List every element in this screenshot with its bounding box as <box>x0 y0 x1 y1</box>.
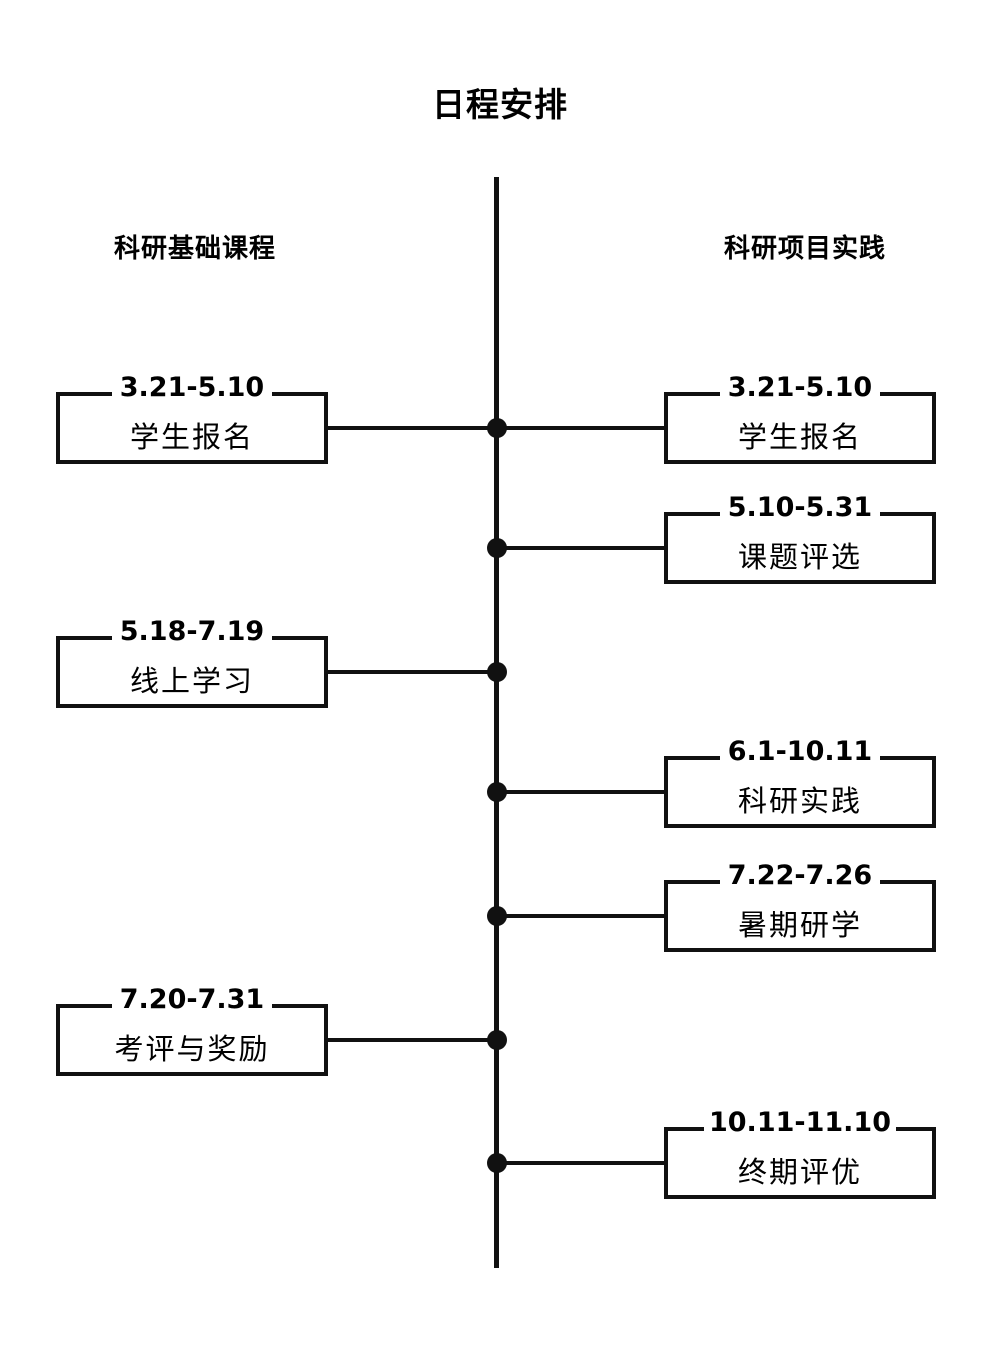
timeline-dot <box>487 662 507 682</box>
milestone-date-gap <box>704 1121 896 1135</box>
milestone-date-gap <box>720 750 880 764</box>
milestone-date-gap <box>112 386 272 400</box>
column-heading-left: 科研基础课程 <box>113 234 276 264</box>
milestone-box[interactable]: 10.11-11.10 终期评优 <box>664 1107 936 1199</box>
milestone-label: 终期评优 <box>737 1155 862 1189</box>
column-heading-right: 科研项目实践 <box>723 234 886 264</box>
milestone-date: 7.20-7.31 <box>119 984 265 1015</box>
milestone-date: 6.1-10.11 <box>727 736 873 767</box>
milestone-date: 10.11-11.10 <box>708 1107 891 1138</box>
timeline-connector <box>497 790 664 794</box>
milestone-date-gap <box>720 874 880 888</box>
milestone-date: 5.18-7.19 <box>119 616 265 647</box>
milestone-box[interactable]: 3.21-5.10 学生报名 <box>664 372 936 464</box>
page-title: 日程安排 <box>432 85 568 124</box>
milestone-box[interactable]: 7.22-7.26 暑期研学 <box>664 860 936 952</box>
milestone-box[interactable]: 7.20-7.31 考评与奖励 <box>56 984 328 1076</box>
milestone-label: 学生报名 <box>129 420 254 454</box>
timeline-connector <box>328 1038 497 1042</box>
milestone-label: 暑期研学 <box>737 908 862 942</box>
milestone-label: 学生报名 <box>737 420 862 454</box>
milestone-label: 考评与奖励 <box>114 1032 270 1066</box>
timeline-connector <box>497 1161 664 1165</box>
milestone-box[interactable]: 5.18-7.19 线上学习 <box>56 616 328 708</box>
timeline-connector <box>497 914 664 918</box>
timeline-dot <box>487 1030 507 1050</box>
milestone-date: 5.10-5.31 <box>727 492 873 523</box>
milestone-date-gap <box>112 998 272 1012</box>
milestone-label: 课题评选 <box>737 540 862 574</box>
milestone-box[interactable]: 3.21-5.10 学生报名 <box>56 372 328 464</box>
milestone-date-gap <box>720 386 880 400</box>
milestone-date: 3.21-5.10 <box>727 372 873 403</box>
milestone-box[interactable]: 6.1-10.11 科研实践 <box>664 736 936 828</box>
milestone-label: 科研实践 <box>737 784 862 818</box>
milestone-date: 7.22-7.26 <box>727 860 873 891</box>
timeline-axis <box>494 177 499 1268</box>
timeline-connector <box>497 426 664 430</box>
milestone-date: 3.21-5.10 <box>119 372 265 403</box>
milestone-box[interactable]: 5.10-5.31 课题评选 <box>664 492 936 584</box>
timeline-connector <box>328 670 497 674</box>
milestone-label: 线上学习 <box>129 664 254 698</box>
milestone-date-gap <box>112 630 272 644</box>
timeline-connector <box>497 546 664 550</box>
timeline-connector <box>328 426 497 430</box>
milestone-date-gap <box>720 506 880 520</box>
